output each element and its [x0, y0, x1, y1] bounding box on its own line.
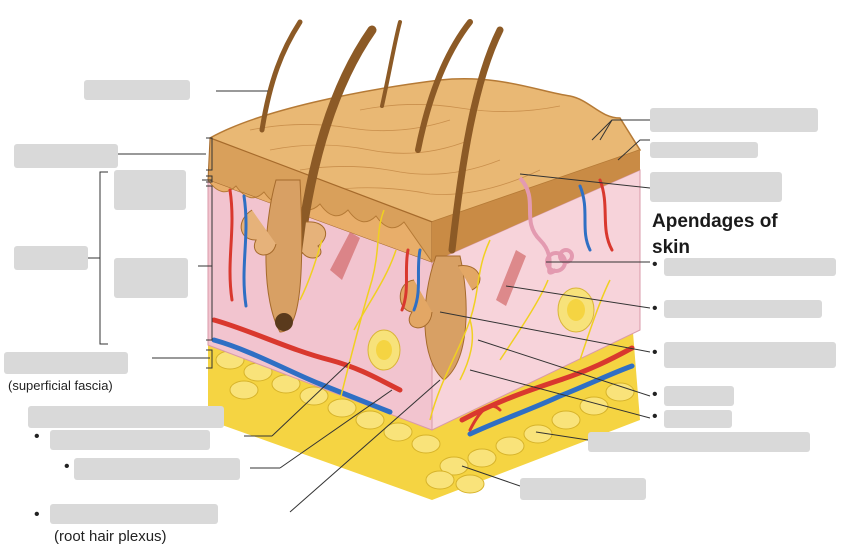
blank-label-papillary-dermis[interactable]: [114, 170, 186, 210]
nerve-fibers: [299, 209, 611, 421]
blank-label-sebaceous-gland[interactable]: [664, 342, 836, 368]
arrector-pili: [330, 232, 360, 280]
blank-label-sweat-gland[interactable]: [664, 258, 836, 276]
blank-label-epidermis[interactable]: [14, 144, 118, 168]
leader-lines: [88, 90, 651, 513]
bullet-6: •: [652, 344, 658, 361]
bullet-3: •: [34, 506, 40, 523]
blank-label-receptor-2[interactable]: [74, 458, 240, 480]
bullet-2: •: [64, 458, 70, 475]
dermis-side: [431, 169, 641, 431]
blank-label-receptor-3[interactable]: [50, 504, 218, 524]
root-hair-plexus-note: (root hair plexus): [54, 528, 167, 545]
bullet-5: •: [652, 300, 658, 317]
blank-label-dermal-papillae[interactable]: [650, 108, 818, 132]
bullet-7: •: [652, 386, 658, 403]
hypodermis-fat: [208, 320, 640, 500]
blank-label-receptors-heading[interactable]: [28, 406, 224, 428]
blank-label-receptor-1[interactable]: [50, 430, 210, 450]
blank-label-hair-shaft[interactable]: [84, 80, 190, 100]
hair-shafts: [259, 19, 504, 255]
hypodermis-note: (superficial fascia): [8, 378, 113, 393]
epidermis-top: [208, 78, 642, 223]
blank-label-arrector-pili[interactable]: [664, 300, 822, 318]
bullet-1: •: [34, 428, 40, 445]
epidermis-texture: [249, 104, 561, 195]
blank-label-hypodermis[interactable]: [4, 352, 128, 374]
lamellar-corpuscles: [367, 287, 595, 371]
bullet-4: •: [652, 256, 658, 273]
epidermis-side: [432, 150, 640, 262]
arrector-pili-right: [496, 250, 526, 306]
appendages-heading-line1: Apendages of: [652, 211, 778, 232]
blank-label-hair-follicle[interactable]: [664, 386, 734, 406]
blank-label-sensory-receptor[interactable]: [650, 142, 758, 158]
blank-label-adipose-tissue[interactable]: [520, 478, 646, 500]
blank-label-hair-root[interactable]: [664, 410, 732, 428]
bullet-8: •: [652, 408, 658, 425]
blank-label-reticular-dermis[interactable]: [114, 258, 188, 298]
blank-label-dermis[interactable]: [14, 246, 88, 270]
blood-vessels: [211, 178, 635, 437]
appendages-heading-line2: skin: [652, 237, 691, 258]
blank-label-pore[interactable]: [650, 172, 782, 202]
blank-label-cutaneous-plexus[interactable]: [588, 432, 810, 452]
